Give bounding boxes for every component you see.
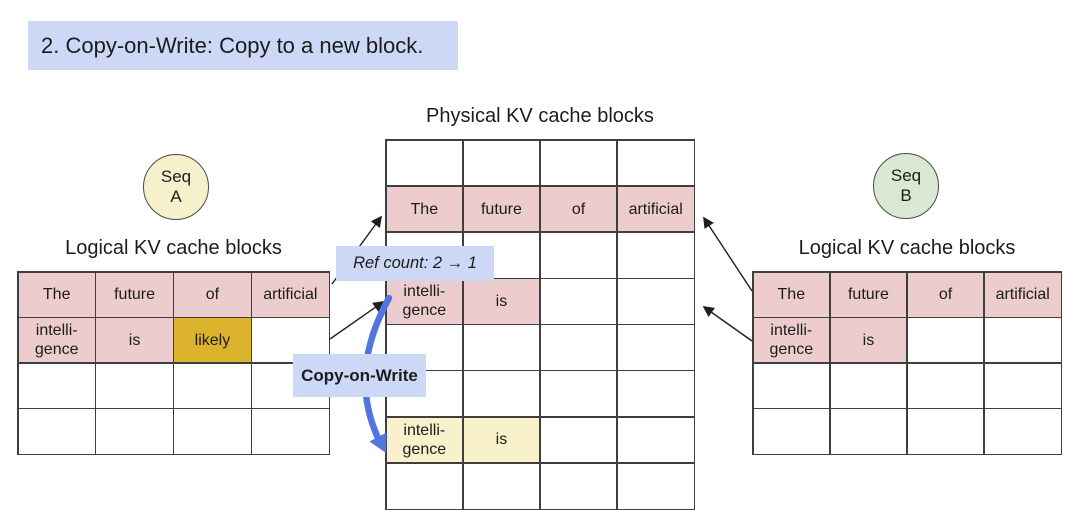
- kv-cell: intelli- gence: [386, 417, 463, 463]
- kv-cell: [984, 363, 1061, 408]
- kv-cell: [617, 463, 694, 509]
- kv-cell: [617, 279, 694, 324]
- kv-cell: [463, 325, 540, 370]
- kv-cell: [830, 363, 907, 408]
- kv-cell: [907, 409, 984, 454]
- kv-cell: intelli- gence: [753, 318, 830, 363]
- kv-cell: The: [753, 272, 830, 317]
- kv-cell: [907, 363, 984, 408]
- seq-a-table-title: Logical KV cache blocks: [65, 237, 282, 259]
- kv-cell: [96, 363, 173, 408]
- kv-cell: [540, 232, 617, 278]
- kv-cell: [252, 409, 329, 454]
- kv-cell: [830, 409, 907, 454]
- kv-cell: artificial: [984, 272, 1061, 317]
- kv-cell: artificial: [252, 272, 329, 317]
- slide-title-banner: 2. Copy-on-Write: Copy to a new block.: [28, 21, 458, 70]
- seq-b-table-title: Logical KV cache blocks: [798, 237, 1016, 259]
- kv-cell: [617, 140, 694, 186]
- kv-cell: of: [174, 272, 251, 317]
- seq-a-badge: Seq A: [143, 154, 209, 220]
- kv-cell: [984, 318, 1061, 363]
- kv-cell: [540, 371, 617, 417]
- kv-cell: future: [463, 186, 540, 232]
- seq-b-block0-mapping-arrow: [703, 216, 753, 292]
- kv-cell: The: [18, 272, 95, 317]
- kv-cell: [463, 140, 540, 186]
- kv-cell: [984, 409, 1061, 454]
- kv-cell: [174, 409, 251, 454]
- kv-cell: The: [386, 186, 463, 232]
- kv-cell: [386, 463, 463, 509]
- kv-cell: intelli- gence: [386, 279, 463, 324]
- kv-cell: likely: [174, 318, 251, 363]
- kv-cell: [617, 371, 694, 417]
- kv-cell: [540, 463, 617, 509]
- kv-cell: [617, 417, 694, 463]
- kv-cell: is: [830, 318, 907, 363]
- kv-cell: [617, 325, 694, 370]
- slide-title: 2. Copy-on-Write: Copy to a new block.: [41, 32, 424, 58]
- kv-cell: [907, 318, 984, 363]
- kv-cell: [18, 409, 95, 454]
- kv-cell: of: [907, 272, 984, 317]
- kv-cell: [463, 371, 540, 417]
- physical-table-title: Physical KV cache blocks: [426, 105, 654, 127]
- copy-on-write-text: Copy-on-Write: [301, 365, 418, 385]
- kv-cell: [386, 140, 463, 186]
- kv-cell: [18, 363, 95, 408]
- kv-cell: [540, 279, 617, 324]
- kv-cell: intelli- gence: [18, 318, 95, 363]
- kv-cell: [617, 232, 694, 278]
- ref-count-callout: Ref count: 2 → 1: [336, 246, 494, 281]
- ref-count-text: Ref count: 2 → 1: [353, 254, 477, 272]
- kv-cell: future: [96, 272, 173, 317]
- kv-cell: [540, 325, 617, 370]
- kv-cell: [174, 363, 251, 408]
- kv-cell: artificial: [617, 186, 694, 232]
- kv-cell: is: [96, 318, 173, 363]
- kv-cell: is: [463, 279, 540, 324]
- kv-cell: [463, 463, 540, 509]
- seq-b-block1-mapping-arrow: [702, 306, 753, 342]
- kv-cell: [540, 417, 617, 463]
- copy-on-write-callout: Copy-on-Write: [293, 354, 426, 397]
- kv-cell: [540, 140, 617, 186]
- kv-cell: of: [540, 186, 617, 232]
- kv-cell: future: [830, 272, 907, 317]
- copy-on-write-arrowhead: [369, 432, 387, 453]
- seq-b-badge: Seq B: [873, 153, 939, 219]
- seq-a-block1-mapping-arrow: [329, 301, 385, 340]
- kv-cell: is: [463, 417, 540, 463]
- kv-cell: [753, 409, 830, 454]
- kv-cell: [96, 409, 173, 454]
- kv-cell: [753, 363, 830, 408]
